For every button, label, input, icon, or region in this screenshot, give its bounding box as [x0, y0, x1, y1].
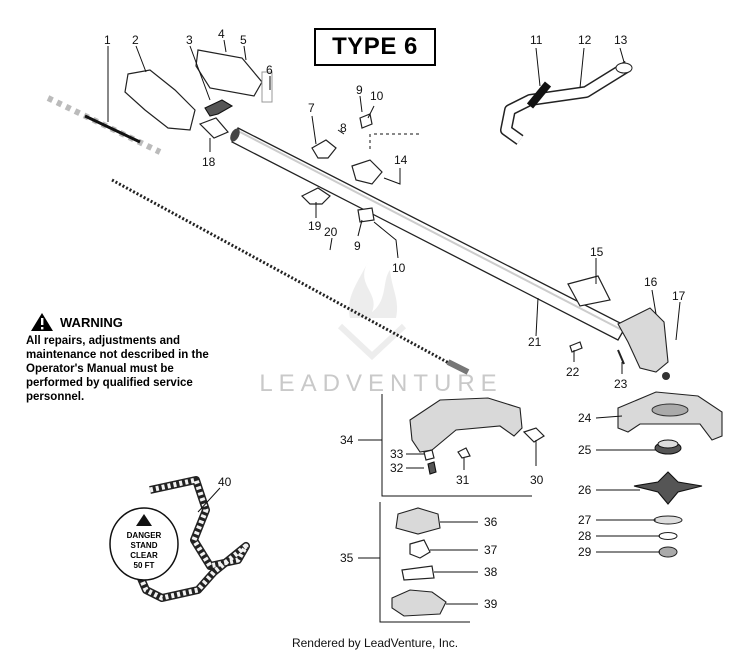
part-40-harness — [109, 476, 250, 602]
warning-block: WARNING All repairs, adjustments and mai… — [26, 312, 226, 404]
type-label-box: TYPE 6 — [314, 28, 436, 66]
callout-7: 7 — [308, 101, 315, 115]
leader-lines — [107, 39, 681, 605]
callout-3: 3 — [186, 33, 193, 47]
callout-33: 33 — [390, 447, 404, 461]
part-20-flex-shaft — [111, 178, 470, 375]
callout-40: 40 — [218, 475, 232, 489]
watermark-text: LEADVENTURE — [259, 370, 503, 397]
callout-14: 14 — [394, 153, 408, 167]
footer-credit: Rendered by LeadVenture, Inc. — [291, 636, 459, 650]
callout-16: 16 — [644, 275, 658, 289]
part-2-throttle-housing — [124, 69, 196, 131]
callout-21: 21 — [528, 335, 542, 349]
callout-22: 22 — [566, 365, 580, 379]
callout-20: 20 — [324, 225, 338, 239]
warning-title: WARNING — [60, 314, 123, 330]
callout-38: 38 — [484, 565, 498, 579]
callout-26: 26 — [578, 483, 592, 497]
callout-15: 15 — [590, 245, 604, 259]
warning-triangle-icon — [31, 313, 53, 331]
callout-35: 35 — [340, 551, 354, 565]
warning-text: All repairs, adjustments and maintenance… — [26, 335, 209, 403]
decal-line-3: CLEAR — [130, 551, 158, 560]
part-5-housing-half — [195, 49, 273, 103]
callout-12: 12 — [578, 33, 592, 47]
part-12-loop-handle — [500, 60, 633, 145]
part-1-drive-shaft — [46, 95, 162, 155]
callout-31: 31 — [456, 473, 470, 487]
callout-10-lower: 10 — [392, 261, 406, 275]
callout-39: 39 — [484, 597, 498, 611]
callout-17: 17 — [672, 289, 686, 303]
callout-8: 8 — [340, 121, 347, 135]
part-3-trigger — [204, 99, 234, 117]
callout-10-upper: 10 — [370, 89, 384, 103]
decal-line-1: DANGER — [127, 531, 162, 540]
warning-header: WARNING — [30, 312, 226, 332]
part-22-screw — [569, 341, 583, 353]
part-23-screw — [617, 349, 625, 365]
part-10-clip-lower — [357, 207, 375, 223]
callout-6: 6 — [266, 63, 273, 77]
callout-labels: 1 2 3 4 5 6 7 8 9 10 11 12 13 14 15 16 1… — [104, 27, 686, 611]
part-10-clip-upper — [359, 113, 373, 129]
callout-4: 4 — [218, 27, 225, 41]
part-27-washer — [653, 515, 683, 525]
callout-29: 29 — [578, 545, 592, 559]
part-26-blade — [633, 471, 703, 505]
decal-line-4: 50 FT — [134, 561, 155, 570]
part-24-blade-guard — [617, 391, 723, 441]
part-16-gear-head — [617, 307, 670, 380]
callout-23: 23 — [614, 377, 628, 391]
callout-28: 28 — [578, 529, 592, 543]
part-21-drive-tube — [230, 127, 627, 341]
part-14-handle-bracket — [351, 159, 383, 185]
callout-13: 13 — [614, 33, 628, 47]
callout-9-upper: 9 — [356, 83, 363, 97]
callout-1: 1 — [104, 33, 111, 47]
callout-24: 24 — [578, 411, 592, 425]
part-35-trimmer-head — [379, 502, 470, 623]
watermark-logo-icon — [337, 262, 407, 361]
part-19-clamp — [300, 187, 331, 205]
part-34-shield-assembly — [381, 394, 545, 497]
callout-25: 25 — [578, 443, 592, 457]
type-label: TYPE 6 — [332, 33, 418, 60]
part-29-nut — [658, 546, 678, 558]
callout-36: 36 — [484, 515, 498, 529]
decal-line-2: STAND — [131, 541, 158, 550]
callout-37: 37 — [484, 543, 498, 557]
part-25-adapter — [654, 439, 682, 455]
part-7-clamp — [311, 139, 337, 159]
callout-5: 5 — [240, 33, 247, 47]
callout-30: 30 — [530, 473, 544, 487]
callout-32: 32 — [390, 461, 404, 475]
callout-34: 34 — [340, 433, 354, 447]
callout-27: 27 — [578, 513, 592, 527]
part-18-lock-out — [198, 117, 229, 139]
part-15-shield-mount — [567, 275, 611, 307]
callout-11: 11 — [530, 33, 543, 47]
callout-9-lower: 9 — [354, 239, 361, 253]
callout-18: 18 — [202, 155, 216, 169]
callout-19: 19 — [308, 219, 322, 233]
part-28-washer — [658, 532, 678, 540]
callout-2: 2 — [132, 33, 139, 47]
